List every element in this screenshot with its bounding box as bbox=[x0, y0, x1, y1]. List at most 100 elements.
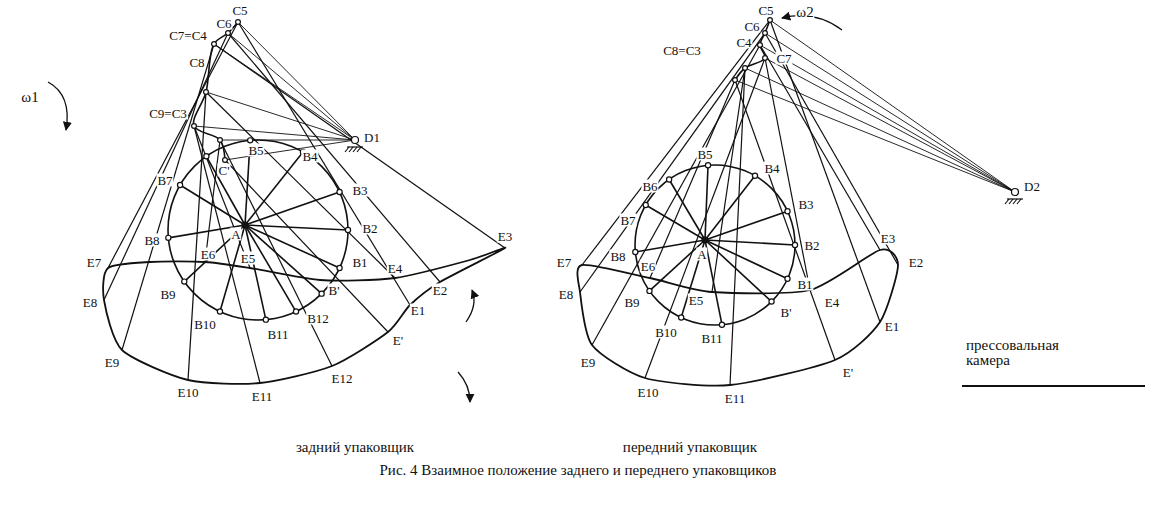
crank-spoke bbox=[220, 225, 245, 312]
joint-dot bbox=[192, 124, 197, 129]
point-label: B9 bbox=[623, 296, 640, 309]
point-label: E10 bbox=[177, 386, 200, 399]
direction-arrow bbox=[458, 372, 470, 402]
rocker-line bbox=[760, 45, 1015, 192]
ground-hatch bbox=[1013, 199, 1017, 204]
joint-dot bbox=[719, 322, 724, 327]
crank-spoke bbox=[245, 225, 296, 312]
crank-spoke bbox=[705, 176, 755, 240]
pivot-dot bbox=[352, 137, 359, 144]
rocker-line bbox=[765, 58, 1015, 192]
crank-spoke bbox=[705, 240, 788, 279]
crank-spoke bbox=[245, 225, 322, 294]
crank-spoke bbox=[705, 165, 708, 240]
ground-hatch bbox=[349, 147, 353, 152]
tine-line bbox=[108, 22, 238, 268]
point-label: C5 bbox=[231, 4, 248, 17]
point-label: B12 bbox=[306, 312, 330, 325]
point-label: E10 bbox=[637, 386, 660, 399]
joint-dot bbox=[293, 309, 298, 314]
rocker-line bbox=[220, 140, 355, 141]
point-label: C6 bbox=[215, 17, 232, 30]
rocker-line bbox=[735, 80, 1015, 192]
ground-hatch bbox=[357, 147, 361, 152]
point-label: E4 bbox=[387, 262, 403, 275]
joint-dot bbox=[733, 78, 738, 83]
rocker-line bbox=[765, 33, 1015, 192]
point-label: B6 bbox=[641, 180, 658, 193]
mechanism-label: передний упаковщик bbox=[622, 440, 758, 455]
point-label: E3 bbox=[880, 232, 896, 245]
point-label: E6 bbox=[640, 260, 656, 273]
joint-dot bbox=[785, 276, 790, 281]
rocker-line bbox=[206, 92, 355, 140]
point-label: E11 bbox=[724, 392, 746, 405]
tine-line bbox=[220, 140, 332, 366]
joint-dot bbox=[792, 242, 797, 247]
joint-dot bbox=[223, 158, 228, 163]
point-label: E9 bbox=[104, 356, 120, 369]
joint-dot bbox=[166, 235, 171, 240]
tine-line bbox=[580, 33, 765, 292]
omega-arrow bbox=[48, 82, 67, 130]
crank-spoke bbox=[245, 225, 340, 268]
point-label: E5 bbox=[240, 252, 256, 265]
crank-spoke bbox=[180, 185, 245, 225]
tine-line bbox=[194, 126, 260, 383]
ground-hatch bbox=[1005, 199, 1009, 204]
joint-dot bbox=[752, 173, 757, 178]
coupler-curve bbox=[193, 22, 238, 160]
joint-dot bbox=[763, 31, 768, 36]
point-label: E2 bbox=[908, 256, 924, 269]
joint-dot bbox=[177, 182, 182, 187]
point-label: E8 bbox=[82, 296, 98, 309]
point-label: E9 bbox=[580, 356, 596, 369]
point-label: B5 bbox=[247, 144, 264, 157]
joint-dot bbox=[768, 18, 773, 23]
rocker-line bbox=[745, 68, 1015, 192]
chamber-line bbox=[962, 385, 1145, 387]
point-label: B11 bbox=[266, 328, 289, 341]
crank-circle bbox=[168, 140, 348, 320]
joint-dot bbox=[647, 288, 652, 293]
tine-line bbox=[760, 45, 880, 250]
ground-hatch bbox=[1009, 199, 1013, 204]
joint-dot bbox=[263, 317, 268, 322]
joint-dot bbox=[337, 189, 342, 194]
crank-spoke bbox=[245, 225, 348, 230]
joint-dot bbox=[785, 209, 790, 214]
rocker-line bbox=[238, 22, 355, 140]
ground-hatch bbox=[345, 147, 349, 152]
trajectory-curve bbox=[103, 248, 505, 384]
point-label: B9 bbox=[159, 288, 176, 301]
point-label: C7 bbox=[775, 52, 792, 65]
point-label: B11 bbox=[700, 332, 723, 345]
tine-line bbox=[765, 33, 898, 265]
point-label: E2 bbox=[432, 284, 448, 297]
point-label: E5 bbox=[688, 294, 704, 307]
point-label: B8 bbox=[609, 250, 626, 263]
point-label: B1 bbox=[351, 256, 368, 269]
joint-dot bbox=[345, 227, 350, 232]
point-label: C4 bbox=[735, 36, 752, 49]
point-label: B' bbox=[779, 306, 792, 319]
joint-dot bbox=[769, 299, 774, 304]
ground-hatch bbox=[1017, 199, 1021, 204]
point-label: B4 bbox=[301, 150, 318, 163]
rotation-arrows bbox=[48, 16, 842, 402]
joint-dot bbox=[643, 202, 648, 207]
point-label: E1 bbox=[884, 320, 900, 333]
crank-spoke bbox=[646, 205, 705, 240]
joint-dot bbox=[204, 90, 209, 95]
point-label: B10 bbox=[654, 326, 678, 339]
tine-line bbox=[645, 58, 765, 378]
tine-line bbox=[214, 44, 505, 248]
pivot-dot bbox=[1012, 189, 1019, 196]
point-label: B10 bbox=[193, 318, 217, 331]
point-label: A bbox=[230, 228, 241, 241]
rocker-line bbox=[770, 20, 1015, 192]
point-label: B7 bbox=[156, 174, 173, 187]
crank-spoke bbox=[245, 192, 340, 225]
joint-dot bbox=[667, 177, 672, 182]
